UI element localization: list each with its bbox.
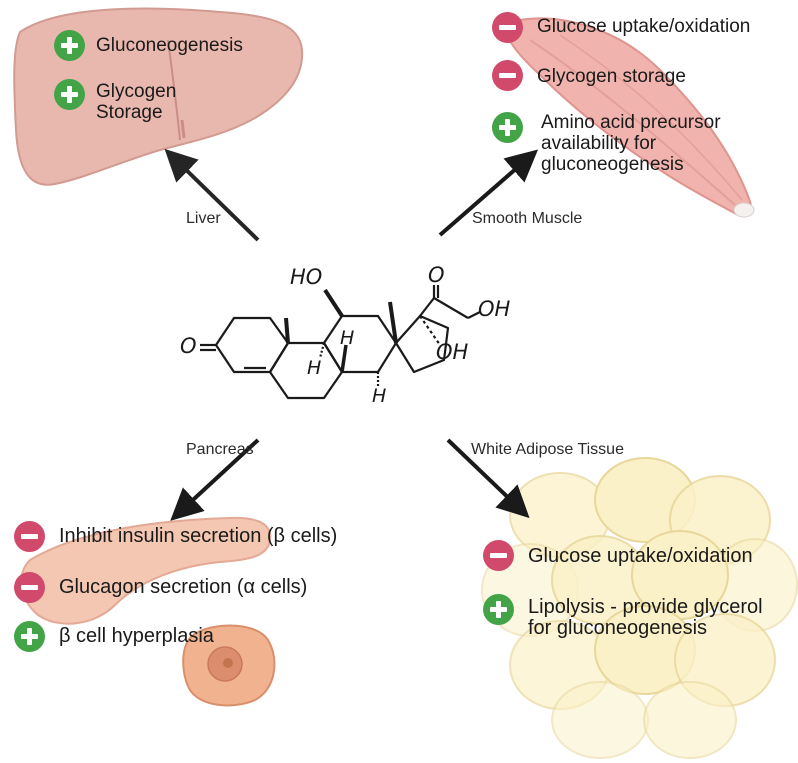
pancreas-illustration	[20, 516, 272, 625]
effect-text: Gluconeogenesis	[96, 35, 243, 56]
muscle-illustration	[505, 17, 755, 218]
effect-text: Amino acid precursor availability for gl…	[541, 112, 721, 175]
pancreas-effect-1: Inhibit insulin secretion (β cells)	[14, 521, 337, 552]
minus-icon	[492, 12, 523, 43]
minus-icon	[14, 572, 45, 603]
effect-text: β cell hyperplasia	[59, 625, 214, 647]
pancreas-effect-2: Glucagon secretion (α cells)	[14, 572, 307, 603]
arrow-to-adipose	[446, 438, 530, 519]
pancreas-effect-3: β cell hyperplasia	[14, 621, 214, 652]
effect-text: Glycogen storage	[537, 66, 686, 87]
plus-icon	[54, 79, 85, 110]
beta-cell-illustration	[182, 624, 276, 707]
atom-oh-17: OH	[436, 340, 469, 364]
atom-h-14: H	[372, 385, 387, 407]
minus-icon	[492, 60, 523, 91]
minus-icon	[483, 540, 514, 571]
atom-h-9: H	[307, 357, 322, 379]
pancreas-label: Pancreas	[186, 441, 254, 458]
liver-effect-2: Glycogen Storage	[54, 79, 176, 123]
muscle-label: Smooth Muscle	[472, 210, 583, 227]
muscle-effect-1: Glucose uptake/oxidation	[492, 12, 750, 43]
effect-text: Lipolysis - provide glycerol for glucone…	[528, 596, 763, 639]
arrow-to-muscle	[438, 149, 539, 237]
effect-text: Glucose uptake/oxidation	[537, 16, 751, 37]
liver-label: Liver	[186, 210, 221, 227]
muscle-effect-2: Glycogen storage	[492, 60, 686, 91]
atom-h-8: H	[340, 327, 355, 349]
effect-text: Glucose uptake/oxidation	[528, 545, 753, 567]
atom-o-3: O	[180, 334, 197, 358]
plus-icon	[14, 621, 45, 652]
adipose-label: White Adipose Tissue	[471, 441, 624, 458]
adipose-effect-1: Glucose uptake/oxidation	[483, 540, 753, 571]
liver-illustration	[13, 7, 304, 186]
atom-oh-21: OH	[478, 297, 511, 321]
minus-icon	[14, 521, 45, 552]
plus-icon	[492, 112, 523, 143]
cortisol-structure	[200, 285, 481, 400]
effect-text: Glucagon secretion (α cells)	[59, 576, 308, 598]
arrow-to-liver	[164, 148, 260, 242]
atom-o-20: O	[428, 263, 445, 287]
adipose-effect-2: Lipolysis - provide glycerol for glucone…	[483, 594, 763, 639]
atom-ho-11: HO	[290, 265, 323, 289]
arrow-to-pancreas	[170, 438, 260, 521]
effect-text: Inhibit insulin secretion (β cells)	[59, 525, 338, 547]
liver-effect-1: Gluconeogenesis	[54, 30, 243, 61]
plus-icon	[483, 594, 514, 625]
effect-text: Glycogen Storage	[96, 81, 177, 123]
muscle-effect-3: Amino acid precursor availability for gl…	[492, 112, 721, 175]
plus-icon	[54, 30, 85, 61]
